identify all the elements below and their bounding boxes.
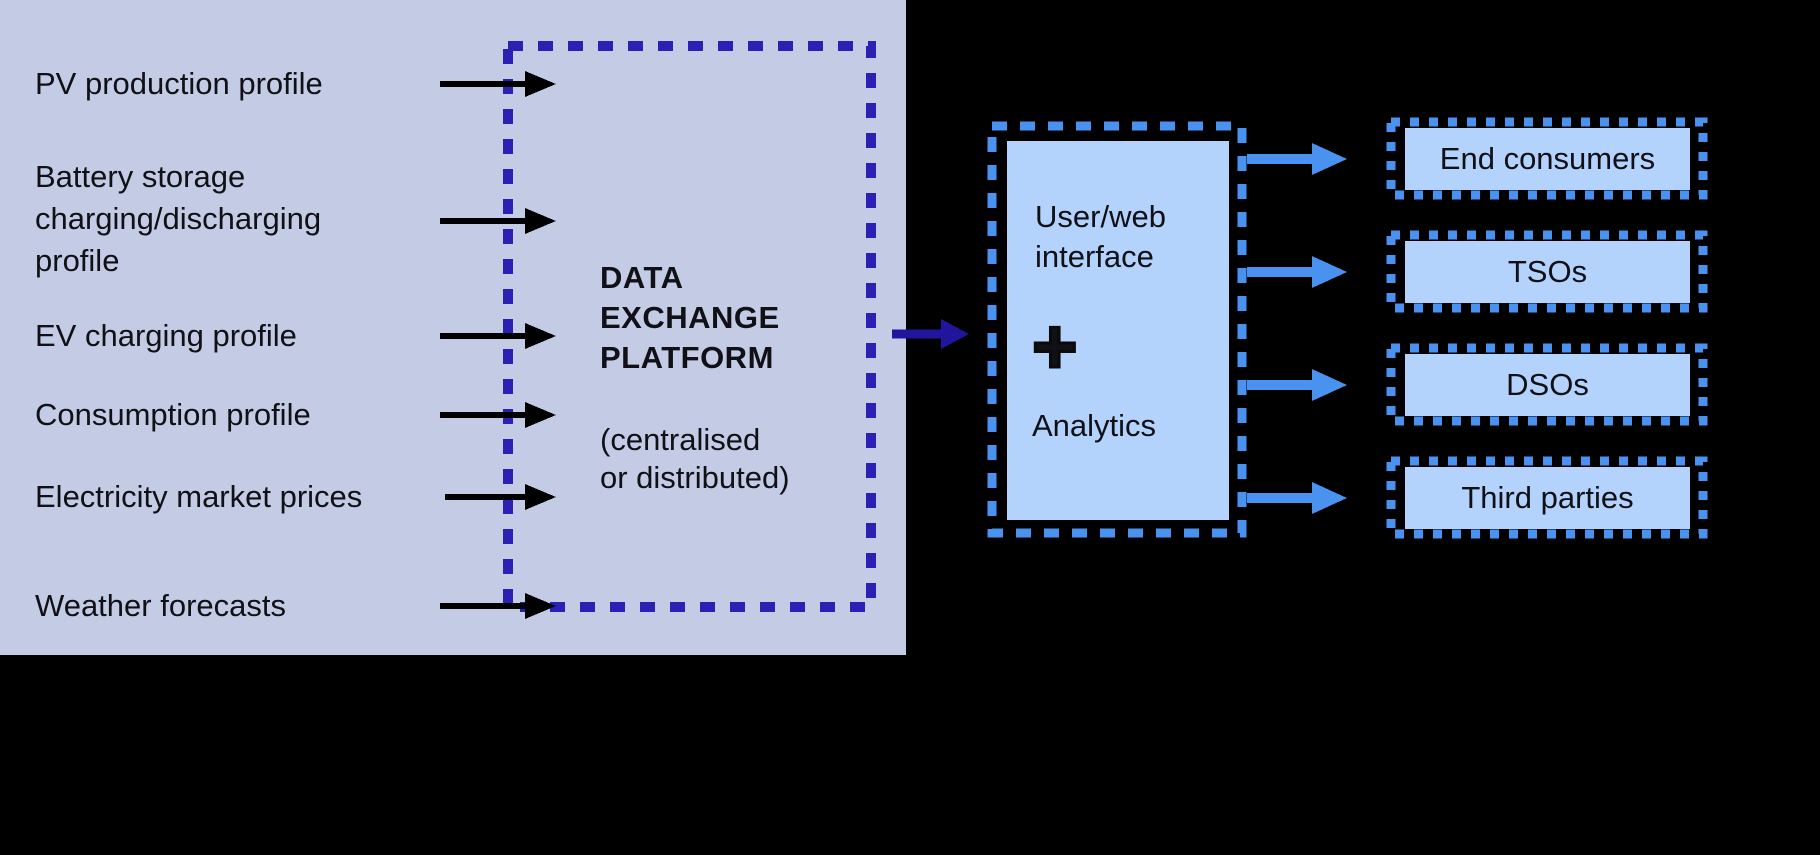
platform-to-interface-arrow-head (941, 319, 969, 349)
tsos-fill-box (1405, 241, 1690, 303)
output-label-tsos: TSOs (1507, 254, 1588, 289)
end-consumers-fill-box (1405, 128, 1690, 190)
end-consumers-dotted-box (1386, 117, 1708, 200)
input-label-ev: EV charging profile (35, 318, 297, 353)
tsos-arrow-head (1312, 256, 1347, 288)
dsos-dotted-box (1386, 343, 1708, 426)
end-consumers-arrow-head (1312, 143, 1347, 175)
output-label-third-parties: Third parties (1461, 480, 1634, 515)
inputs-panel-background (0, 0, 906, 655)
dsos-fill-box (1405, 354, 1690, 416)
interface-dashed-box (987, 121, 1247, 538)
input-label-weather: Weather forecasts (35, 588, 286, 623)
platform-title: DATA EXCHANGE PLATFORM (600, 260, 780, 375)
output-label-dsos: DSOs (1506, 367, 1589, 402)
interface-fill-box (1007, 141, 1229, 520)
output-boxes (1386, 117, 1708, 539)
dsos-arrow-head (1312, 369, 1347, 401)
interface-label: User/web interface (1035, 199, 1166, 274)
weather-arrow-head (525, 593, 556, 619)
third-parties-fill-box (1405, 467, 1690, 529)
output-label-end-consumers: End consumers (1439, 141, 1656, 176)
plus-icon: + (1031, 302, 1080, 390)
platform-dashed-box (503, 41, 876, 612)
input-arrows (440, 71, 556, 619)
platform-to-interface-arrow (892, 319, 969, 349)
analytics-label: Analytics (1032, 408, 1157, 443)
input-label-prices: Electricity market prices (35, 479, 363, 514)
consumption-arrow-head (525, 402, 556, 428)
third-parties-dotted-box (1386, 456, 1708, 539)
output-arrows (1247, 143, 1347, 514)
tsos-dotted-box (1386, 230, 1708, 313)
pv-arrow-head (525, 71, 556, 97)
battery-arrow-head (525, 208, 556, 234)
third-parties-arrow-head (1312, 482, 1347, 514)
input-label-pv: PV production profile (35, 66, 323, 101)
platform-subtitle: (centralised or distributed) (600, 422, 790, 495)
ev-arrow-head (525, 323, 556, 349)
input-label-consumption: Consumption profile (35, 397, 311, 432)
prices-arrow-head (525, 484, 556, 510)
input-label-battery: Battery storage charging/discharging pro… (35, 159, 322, 278)
